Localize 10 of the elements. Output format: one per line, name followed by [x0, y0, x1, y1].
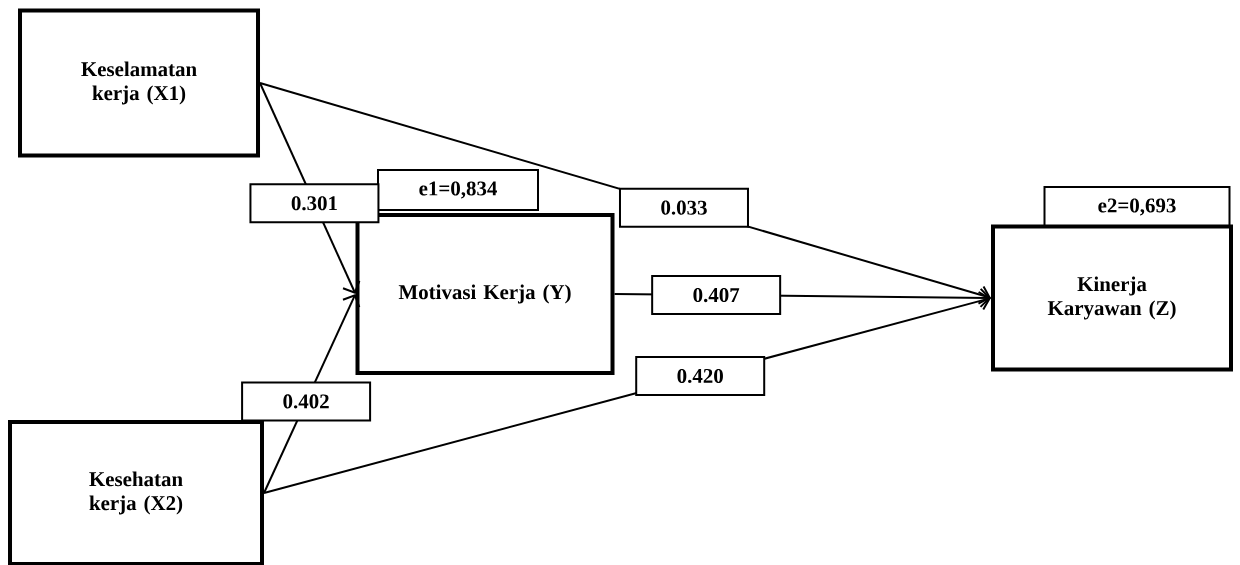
variable-box: Motivasi Kerja (Y): [355, 213, 615, 375]
edge-label: 0.420: [677, 368, 723, 384]
edge-label: 0.402: [283, 394, 329, 409]
error-box: e2=0,693: [1043, 186, 1231, 228]
variable-box: Kesehatan kerja (X2): [8, 420, 264, 565]
error-box: e1=0,834: [377, 169, 539, 211]
edge-label: 0.033: [661, 200, 707, 215]
edge-label: 0.301: [291, 196, 337, 211]
variable-box: Keselamatan kerja (X1): [18, 8, 260, 158]
edge-label: 0.407: [693, 287, 740, 303]
